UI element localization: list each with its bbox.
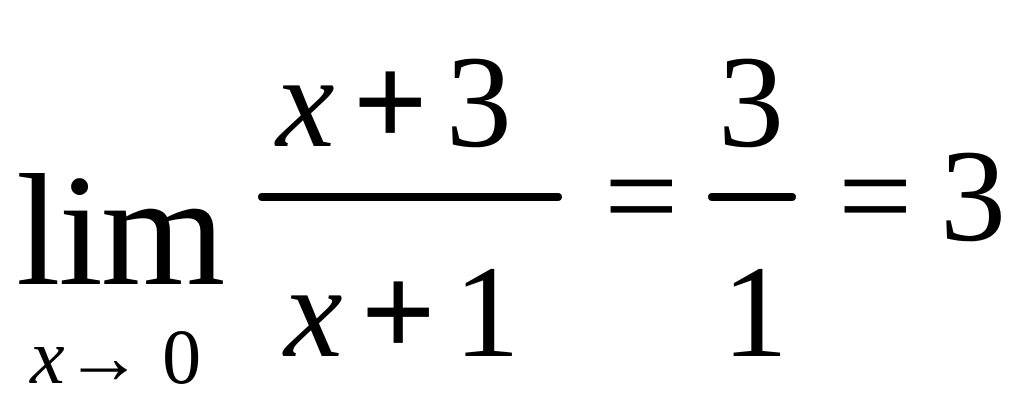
numerator-variable: x [276,28,335,175]
denominator-plus: + [360,238,436,385]
fraction2-denominator: 1 [722,238,788,385]
limit-arrow: → [64,313,143,400]
limit-variable: x [30,313,65,400]
lim-operator: lim [16,141,225,319]
equals-sign-2: = [838,122,913,269]
result-value: 3 [940,122,1006,269]
fraction1-numerator: x+3 [276,36,512,168]
equals-sign-1: = [604,122,679,269]
fraction2-numerator: 3 [718,28,784,175]
denominator-variable: x [284,238,343,385]
numerator-plus: + [352,28,428,175]
denominator-constant: 1 [453,238,520,385]
limit-subscript: x→ 0 [30,318,201,396]
numerator-constant: 3 [445,28,512,175]
fraction1-denominator: x+1 [284,246,520,378]
limit-target: 0 [162,313,202,400]
fraction1-bar [258,193,562,201]
fraction2-bar [708,193,796,201]
